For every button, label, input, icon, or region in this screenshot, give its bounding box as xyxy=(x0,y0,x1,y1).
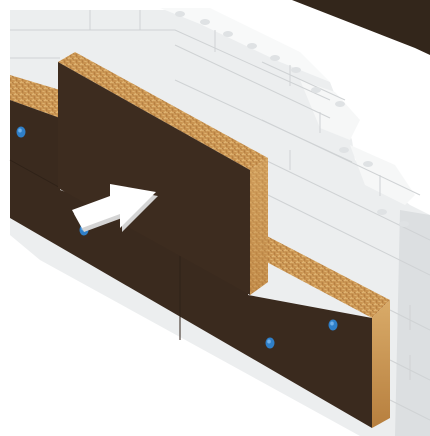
lower-board-side-edge xyxy=(372,300,390,428)
block-hole xyxy=(247,43,257,49)
block-hole xyxy=(291,67,301,73)
block-hole xyxy=(270,55,280,61)
block-hole xyxy=(363,161,373,167)
block-hole xyxy=(335,101,345,107)
block-hole xyxy=(339,147,349,153)
blue-screw-anchor-icon xyxy=(329,320,338,331)
block-hole xyxy=(175,11,185,17)
block-hole xyxy=(200,19,210,25)
blue-screw-anchor-icon xyxy=(266,338,275,349)
block-hole xyxy=(399,221,409,227)
block-hole xyxy=(377,209,387,215)
block-wall-side xyxy=(395,210,430,436)
block-hole xyxy=(223,31,233,37)
block-hole xyxy=(311,87,321,93)
front-board-side-texture xyxy=(250,158,268,295)
blue-screw-anchor-icon xyxy=(17,127,26,138)
